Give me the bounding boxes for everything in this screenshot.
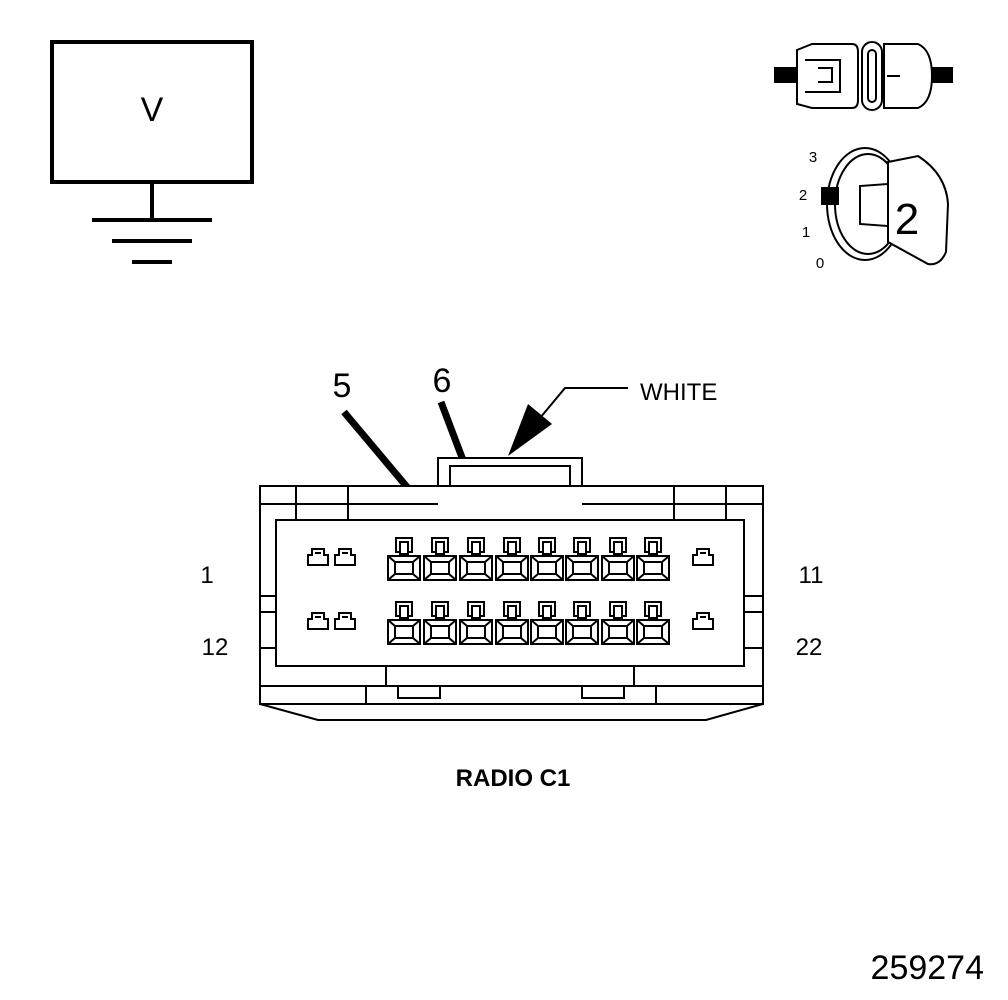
cavity-tab (507, 541, 517, 555)
cavity-tab (507, 605, 517, 619)
terminal-cavity (636, 537, 670, 581)
cavity-bevel (495, 555, 529, 581)
cavity-tab (542, 605, 552, 619)
terminal-cavity (530, 601, 564, 645)
cavity-tab (542, 541, 552, 555)
cavity-bevel (423, 619, 457, 645)
cavity-bevel (459, 619, 493, 645)
terminal-latch (334, 548, 356, 566)
ignition-key-number: 2 (895, 195, 919, 244)
cavity-tab (471, 541, 481, 555)
voltmeter-symbol (50, 40, 254, 264)
cavity-tab (399, 541, 409, 555)
terminal-latch (307, 548, 329, 566)
cavity-bevel (423, 555, 457, 581)
latch-shape (692, 548, 714, 566)
cavity-inner (643, 625, 663, 639)
connector-terminals (307, 537, 714, 645)
radio-connector (259, 457, 764, 721)
ignition-position-0: 0 (816, 255, 824, 272)
terminal-cavity (530, 537, 564, 581)
cavity-bevel (565, 619, 599, 645)
pin-label-22: 22 (796, 634, 823, 661)
cavity-tab (648, 605, 658, 619)
cavity-inner (394, 561, 414, 575)
cavity-bevel (495, 619, 529, 645)
cavity-tab (471, 605, 481, 619)
cavity-inner (394, 625, 414, 639)
cavity-bevel (565, 555, 599, 581)
cavity-inner (466, 561, 486, 575)
ignition-position-1: 1 (802, 224, 810, 241)
terminal-cavity (565, 537, 599, 581)
voltmeter-label: V (141, 91, 164, 129)
latch-shape (692, 612, 714, 630)
cavity-tab (577, 605, 587, 619)
cavity-inner (430, 561, 450, 575)
terminal-cavity (423, 601, 457, 645)
pin-label-11: 11 (799, 562, 824, 589)
cavity-tab (399, 605, 409, 619)
cavity-tab (435, 541, 445, 555)
terminal-cavity (459, 601, 493, 645)
cavity-inner (430, 625, 450, 639)
cavity-bevel (601, 555, 635, 581)
latch-shape (334, 548, 356, 566)
cavity-bevel (459, 555, 493, 581)
white-label-leader-arrow (508, 387, 628, 456)
cavity-inner (572, 625, 592, 639)
callout-5-label: 5 (333, 367, 352, 405)
ignition-switch-icon (821, 147, 950, 266)
terminal-latch (307, 612, 329, 630)
terminal-cavity (387, 537, 421, 581)
terminal-cavity (459, 537, 493, 581)
cavity-bevel (530, 619, 564, 645)
cavity-bevel (387, 619, 421, 645)
cavity-inner (643, 561, 663, 575)
cavity-inner (572, 561, 592, 575)
terminal-latch (692, 548, 714, 566)
connector-name: RADIO C1 (456, 765, 571, 792)
terminal-cavity (601, 601, 635, 645)
pin-label-12: 12 (202, 634, 229, 661)
cavity-inner (537, 561, 557, 575)
terminal-cavity (495, 537, 529, 581)
terminal-cavity (387, 601, 421, 645)
cavity-tab (613, 541, 623, 555)
latch-shape (334, 612, 356, 630)
cavity-tab (613, 605, 623, 619)
terminal-cavity (636, 601, 670, 645)
cavity-bevel (636, 555, 670, 581)
figure-number: 259274 (871, 949, 984, 987)
cavity-tab (648, 541, 658, 555)
terminal-cavity (565, 601, 599, 645)
cavity-inner (537, 625, 557, 639)
cavity-bevel (530, 555, 564, 581)
ignition-position-2: 2 (799, 187, 807, 204)
cavity-tab (577, 541, 587, 555)
terminal-cavity (601, 537, 635, 581)
pin-label-1: 1 (200, 562, 213, 589)
terminal-latch (692, 612, 714, 630)
connector-color-label: WHITE (640, 379, 717, 406)
cavity-inner (502, 561, 522, 575)
cavity-inner (502, 625, 522, 639)
cavity-inner (466, 625, 486, 639)
callout-6-label: 6 (433, 362, 452, 400)
cavity-inner (608, 561, 628, 575)
cavity-tab (435, 605, 445, 619)
disconnect-connector-icon (774, 41, 953, 111)
cavity-bevel (601, 619, 635, 645)
ignition-position-3: 3 (809, 149, 817, 166)
latch-shape (307, 548, 329, 566)
terminal-cavity (423, 537, 457, 581)
cavity-bevel (387, 555, 421, 581)
terminal-latch (334, 612, 356, 630)
cavity-inner (608, 625, 628, 639)
latch-shape (307, 612, 329, 630)
terminal-cavity (495, 601, 529, 645)
cavity-bevel (636, 619, 670, 645)
